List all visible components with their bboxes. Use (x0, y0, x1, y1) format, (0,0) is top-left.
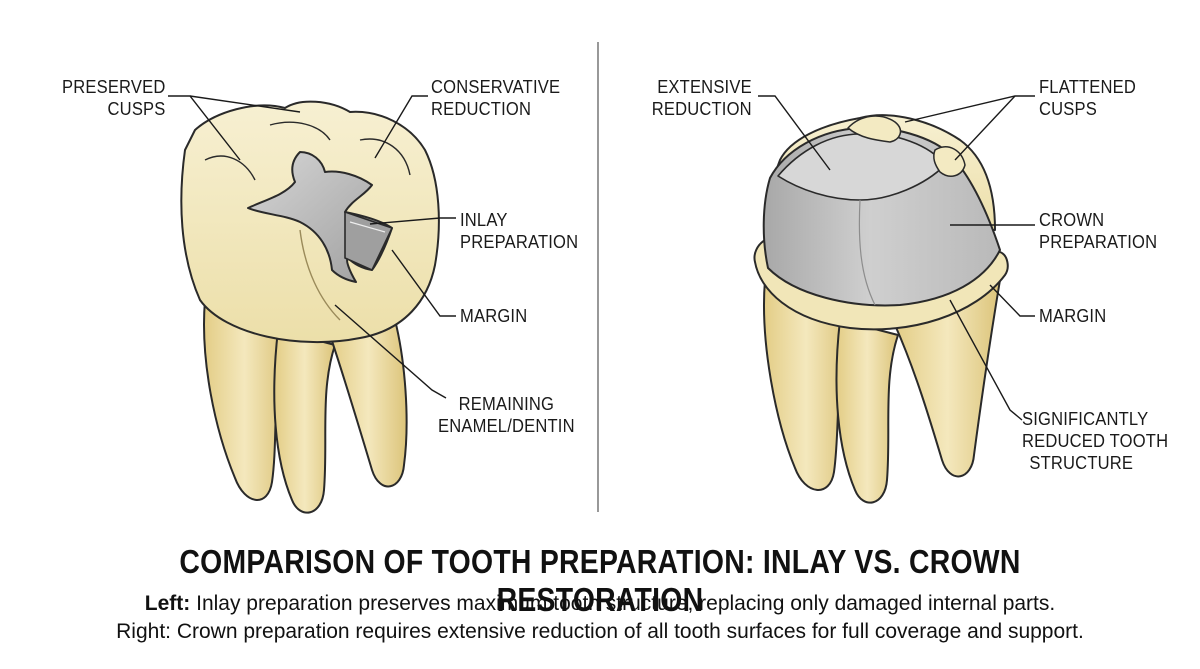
inlay-tooth (180, 100, 440, 514)
label-margin-right: MARGIN (1039, 305, 1106, 327)
label-line: REDUCED TOOTH (1022, 431, 1169, 451)
left-leader-lines (168, 95, 456, 399)
label-line: PREPARATION (460, 232, 579, 252)
label-line: REMAINING (458, 394, 555, 414)
inlay-root-middle (273, 329, 336, 514)
label-line: PREPARATION (1039, 232, 1158, 252)
caption-line-2: Right: Crown preparation requires extens… (116, 620, 1084, 643)
label-preserved-cusps: PRESERVED CUSPS (62, 76, 166, 120)
label-remaining-enamel: REMAINING ENAMEL/DENTIN (438, 393, 575, 437)
label-line: CONSERVATIVE (431, 77, 561, 97)
label-line: REDUCTION (431, 99, 532, 119)
flattened-cusp-2 (933, 146, 966, 177)
diagram-svg (168, 42, 1035, 514)
label-line: CROWN (1039, 210, 1105, 230)
label-line: CUSPS (108, 99, 166, 119)
crown-root-middle (835, 319, 899, 504)
label-crown-preparation: CROWN PREPARATION (1039, 209, 1157, 253)
inlay-root-right (329, 319, 408, 488)
label-margin-left: MARGIN (460, 305, 527, 327)
figure-title: COMPARISON OF TOOTH PREPARATION: INLAY V… (179, 543, 1021, 618)
label-conservative-reduction: CONSERVATIVE REDUCTION (431, 76, 560, 120)
caption-line-1: Left: Inlay preparation preserves maximu… (0, 592, 1200, 616)
label-extensive-reduction: EXTENSIVE REDUCTION (652, 76, 752, 120)
label-line: ENAMEL/DENTIN (438, 416, 575, 436)
diagram-stage: PRESERVED CUSPS CONSERVATIVE REDUCTION I… (62, 42, 1168, 514)
label-flattened-cusps: FLATTENED CUSPS (1039, 76, 1136, 120)
label-line: MARGIN (460, 306, 528, 326)
label-line: EXTENSIVE (657, 77, 752, 97)
label-line: SIGNIFICANTLY (1022, 409, 1149, 429)
label-line: FLATTENED (1039, 77, 1137, 97)
label-line: REDUCTION (651, 99, 752, 119)
label-line: INLAY (460, 210, 508, 230)
right-leader-lines (758, 95, 1035, 421)
caption-left-text: Inlay preparation preserves maximum toot… (190, 592, 1056, 615)
label-reduced-structure: SIGNIFICANTLY REDUCED TOOTH STRUCTURE (1022, 408, 1168, 474)
flattened-cusp-1 (847, 115, 902, 143)
label-line: MARGIN (1039, 306, 1107, 326)
label-inlay-preparation: INLAY PREPARATION (460, 209, 578, 253)
label-line: CUSPS (1039, 99, 1097, 119)
crown-root-right (894, 279, 1001, 478)
label-line: STRUCTURE (1029, 453, 1134, 473)
caption-left-prefix: Left: (144, 592, 191, 615)
crown-tooth (753, 114, 1009, 504)
label-line: PRESERVED (62, 77, 166, 97)
